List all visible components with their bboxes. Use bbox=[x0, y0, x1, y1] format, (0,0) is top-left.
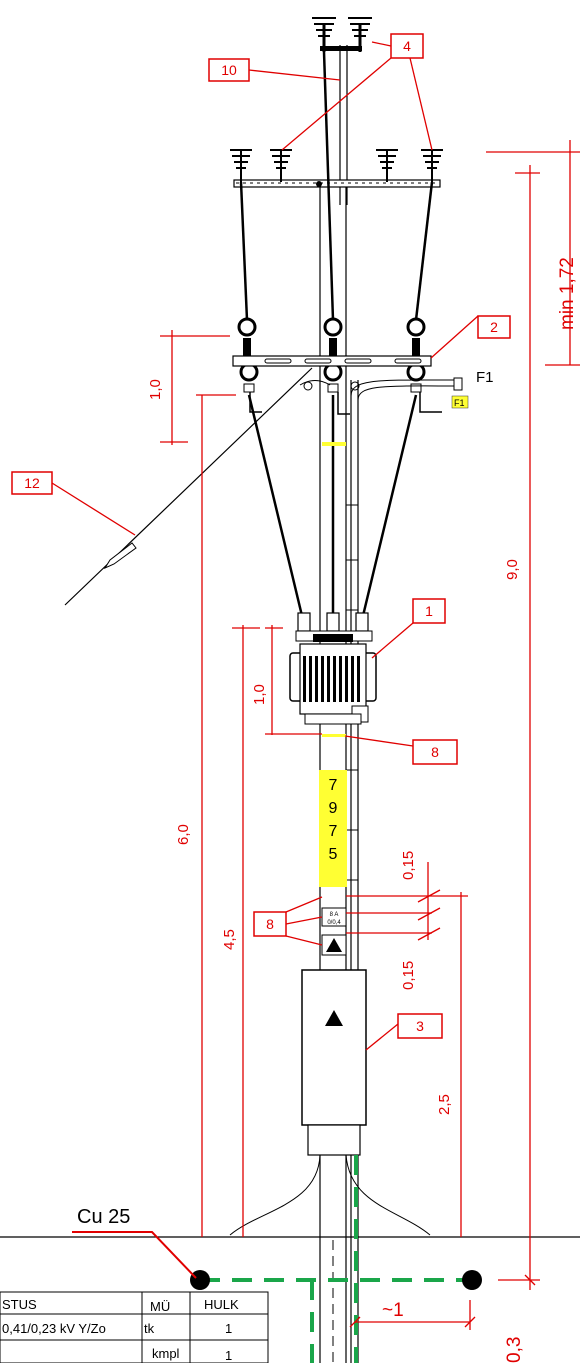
dim-2-5: 2,5 bbox=[436, 1094, 453, 1115]
dim-approx-1: ~1 bbox=[382, 1300, 404, 1321]
crossarm-insulators bbox=[230, 149, 443, 182]
callout-8-lower: 8 bbox=[253, 896, 323, 946]
svg-text:8: 8 bbox=[266, 916, 274, 932]
plate-text-2: 0/0,4 bbox=[327, 920, 341, 926]
transformer bbox=[289, 612, 377, 725]
pole-digit-4: 5 bbox=[329, 846, 338, 863]
callout-3: 3 bbox=[365, 1013, 443, 1051]
cu25-leader bbox=[72, 1231, 197, 1279]
callout-12: 12 bbox=[11, 471, 136, 536]
table-header-name: STUS bbox=[2, 1297, 37, 1312]
crossarm bbox=[233, 179, 441, 188]
table-row-1-unit: tk bbox=[144, 1321, 155, 1336]
f1-badge-text: F1 bbox=[454, 398, 465, 408]
warning-triangle-icon bbox=[326, 938, 342, 952]
dim-min-172: min 1,72 bbox=[557, 257, 578, 330]
f1-badge bbox=[451, 395, 469, 409]
callout-8-upper: 8 bbox=[344, 735, 458, 765]
svg-text:4: 4 bbox=[403, 38, 411, 54]
table-row-2-unit: kmpl bbox=[152, 1346, 180, 1361]
callout-10: 10 bbox=[208, 58, 341, 82]
grounding-conductor bbox=[190, 1155, 482, 1363]
svg-text:2: 2 bbox=[490, 319, 498, 335]
dim-1-0-mid: 1,0 bbox=[251, 684, 268, 705]
lower-crossarm bbox=[232, 355, 463, 401]
ground-electrode-left bbox=[190, 1270, 210, 1290]
table-header-qty: HULK bbox=[204, 1297, 239, 1312]
callout-4: 4 bbox=[281, 33, 433, 151]
dim-1-0-upper: 1,0 bbox=[147, 379, 164, 400]
table-row-2-qty: 1 bbox=[225, 1348, 232, 1363]
table-row-1-qty: 1 bbox=[225, 1321, 232, 1336]
dim-0-3: 0,3 bbox=[504, 1337, 525, 1363]
callout-1: 1 bbox=[371, 598, 446, 659]
svg-text:3: 3 bbox=[416, 1018, 424, 1034]
pole-number-plate: 7 9 7 5 bbox=[319, 770, 347, 887]
warning-triangle-icon bbox=[325, 1010, 343, 1026]
parts-table: STUS MÜ HULK 0,41/0,23 kV Y/Zo tk 1 kmpl… bbox=[0, 1291, 269, 1363]
dim-0-15-lower: 0,15 bbox=[400, 961, 417, 990]
pole-yellow-band-lower bbox=[322, 734, 346, 737]
info-plates: 8 A 0/0,4 bbox=[321, 907, 347, 956]
cu25-label: Cu 25 bbox=[77, 1206, 130, 1228]
svg-text:10: 10 bbox=[221, 62, 237, 78]
dim-0-15-upper: 0,15 bbox=[400, 851, 417, 880]
svg-text:8: 8 bbox=[431, 744, 439, 760]
svg-text:12: 12 bbox=[24, 475, 40, 491]
plate-text-1: 8 A bbox=[330, 912, 339, 918]
cable-box bbox=[301, 969, 367, 1156]
table-header-unit: MÜ bbox=[150, 1299, 170, 1314]
f1-label: F1 bbox=[476, 369, 494, 386]
table-row-1-name: 0,41/0,23 kV Y/Zo bbox=[2, 1321, 106, 1336]
ground-electrode-right bbox=[462, 1270, 482, 1290]
pole-digit-3: 7 bbox=[329, 823, 338, 840]
callout-2: 2 bbox=[430, 315, 511, 359]
dim-6-0: 6,0 bbox=[175, 824, 192, 845]
dim-4-5: 4,5 bbox=[221, 929, 238, 950]
pole-base bbox=[229, 1154, 431, 1236]
top-insulators bbox=[312, 17, 372, 52]
pole-digit-2: 9 bbox=[329, 800, 338, 817]
svg-text:1: 1 bbox=[425, 603, 433, 619]
pole-digit-1: 7 bbox=[329, 777, 338, 794]
conductors bbox=[239, 51, 434, 621]
dimension-lines bbox=[160, 140, 580, 1330]
pole-yellow-band-upper bbox=[322, 442, 346, 446]
dim-9-0: 9,0 bbox=[504, 559, 521, 580]
guy-wire bbox=[64, 367, 313, 606]
